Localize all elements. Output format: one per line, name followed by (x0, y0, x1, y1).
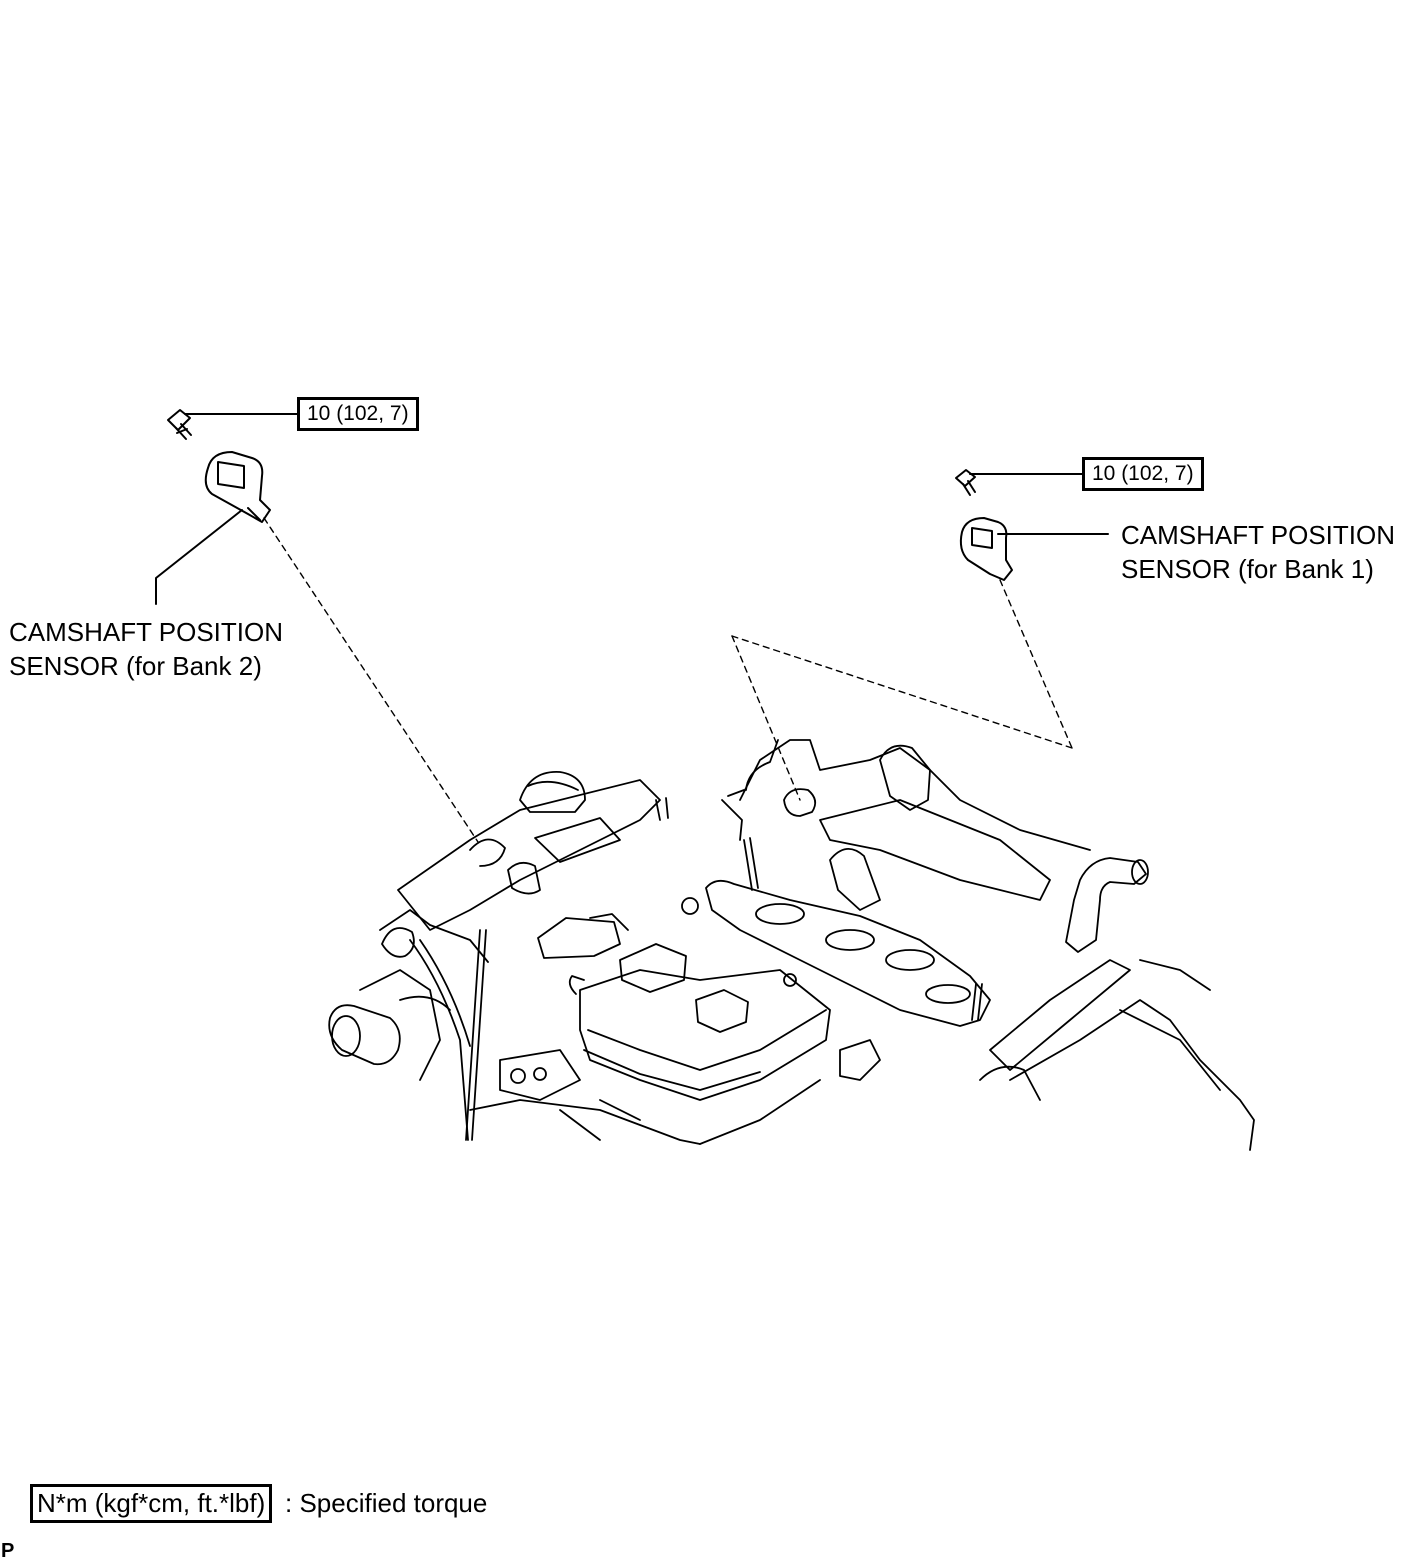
sensor-label-bank1-line2: SENSOR (for Bank 1) (1121, 554, 1374, 584)
sensor-label-bank2-line1: CAMSHAFT POSITION (9, 617, 283, 647)
bolt-icon (167, 409, 192, 440)
sensor-icon (204, 451, 271, 523)
leader-line (155, 509, 243, 605)
torque-value-box-bank1: 10 (102, 7) (1082, 457, 1204, 491)
legend-unit-box: N*m (kgf*cm, ft.*lbf) (30, 1484, 273, 1523)
sensor-label-bank2-line2: SENSOR (for Bank 2) (9, 651, 262, 681)
sensor-label-bank1-line1: CAMSHAFT POSITION (1121, 520, 1395, 550)
sensor-icon (959, 517, 1013, 581)
engine-illustration (328, 739, 1255, 1151)
dashed-guide (731, 579, 1073, 801)
corner-mark: P (1, 1540, 15, 1562)
sensor-label-bank2: CAMSHAFT POSITION SENSOR (for Bank 2) (9, 615, 283, 683)
dashed-guide (263, 517, 479, 843)
torque-value-box-bank2: 10 (102, 7) (297, 397, 419, 431)
sensor-label-bank1: CAMSHAFT POSITION SENSOR (for Bank 1) (1121, 518, 1395, 586)
legend-description: : Specified torque (285, 1488, 488, 1518)
